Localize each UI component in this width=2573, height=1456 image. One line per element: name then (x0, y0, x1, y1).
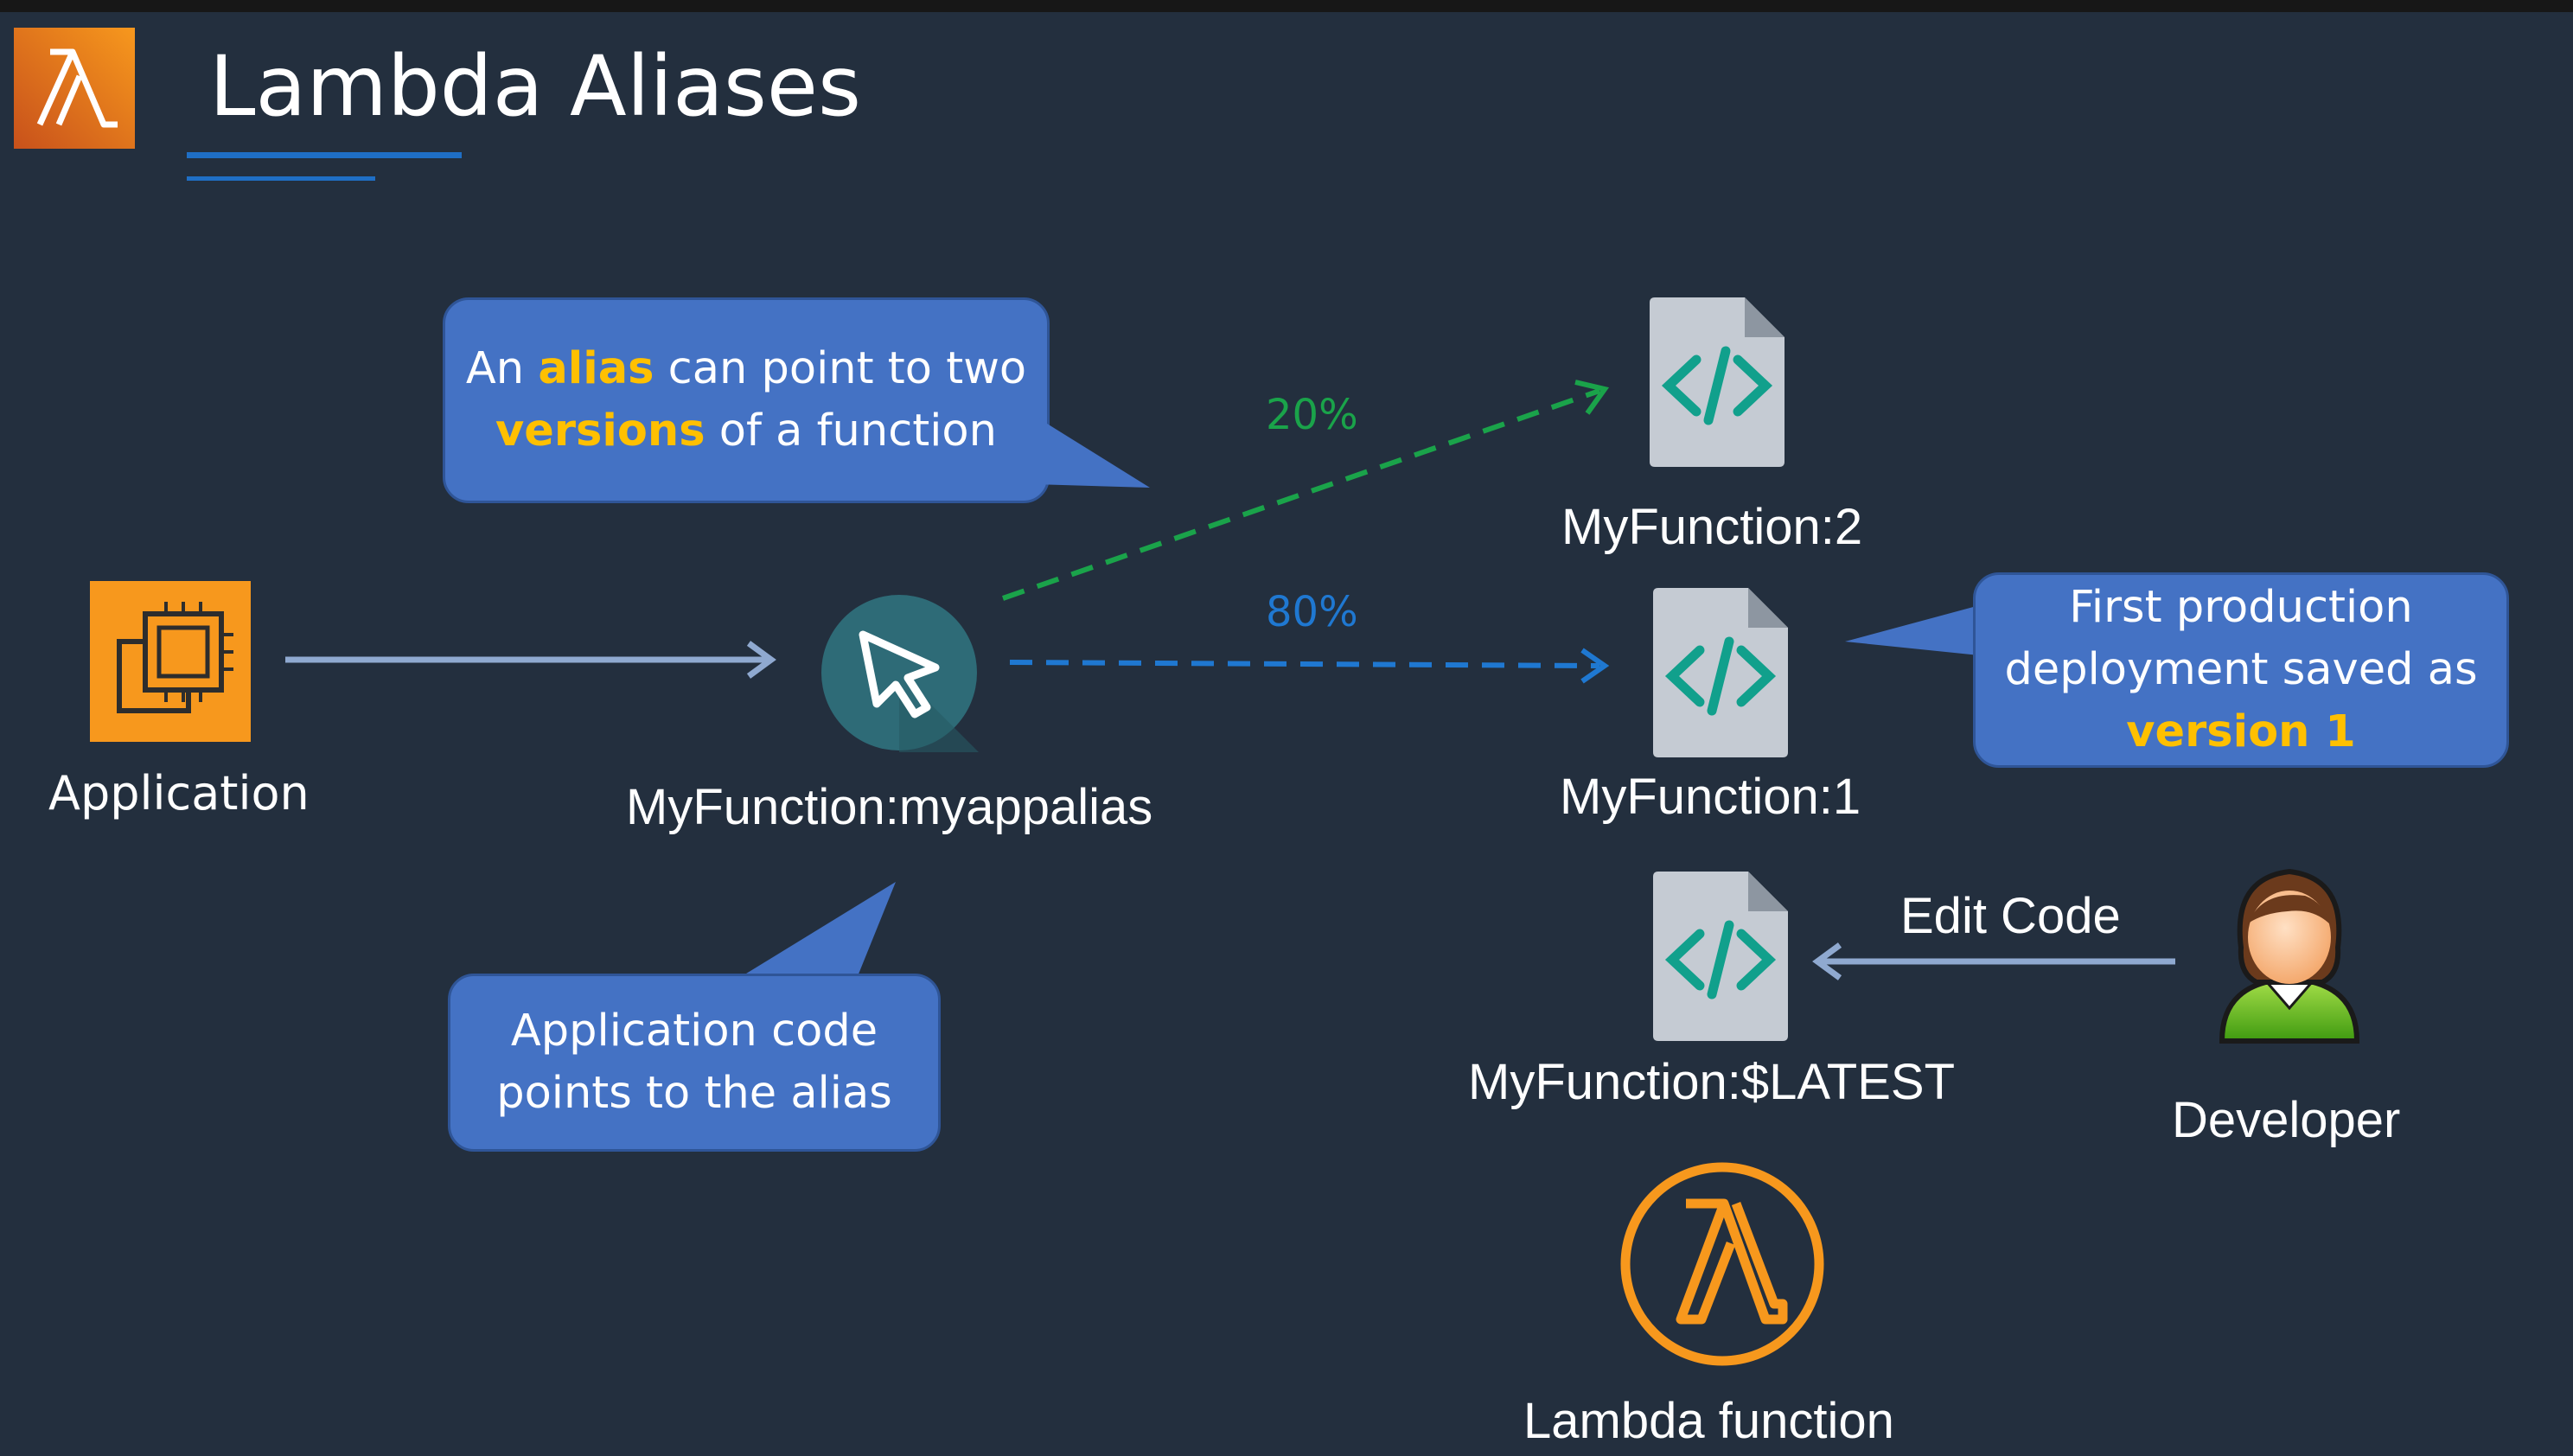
alias-callout-line1: An alias can point to two (465, 343, 1027, 394)
code-file-icon-v2 (1650, 297, 1784, 467)
alias-callout-line2: versions of a function (495, 406, 997, 457)
alias-callout-tail (1033, 415, 1150, 488)
code-file-icon-latest (1653, 872, 1788, 1041)
cursor-icon (820, 593, 979, 752)
lambda-circle-icon (1618, 1160, 1826, 1368)
route-80-arrow (1009, 660, 1600, 668)
application-label: Application (48, 766, 310, 821)
developer-label: Developer (2172, 1092, 2401, 1148)
alias-callout: An alias can point to two versions of a … (443, 297, 1050, 503)
title-underline (187, 152, 462, 158)
app-code-callout: Application code points to the alias (448, 974, 941, 1152)
route-20-arrowhead (1574, 380, 1610, 415)
prod-callout-tail (1845, 605, 1980, 655)
edit-code-label: Edit Code (1900, 888, 2121, 944)
code-file-icon-v1 (1653, 588, 1788, 757)
route-20-arrow (1002, 388, 1600, 601)
edit-code-arrowhead (1812, 942, 1842, 980)
ec2-chip-icon (90, 581, 251, 742)
person-icon (2210, 861, 2369, 1046)
app-callout-tail (735, 882, 896, 980)
latest-label: MyFunction:$LATEST (1468, 1054, 1956, 1110)
app-to-alias-arrowhead (746, 641, 776, 679)
route-80-arrowhead (1580, 648, 1610, 684)
v1-label: MyFunction:1 (1560, 769, 1861, 825)
v2-label: MyFunction:2 (1561, 499, 1863, 555)
route-80-label: 80% (1266, 588, 1358, 636)
production-callout: First production deployment saved as ver… (1973, 572, 2509, 768)
lambda-function-label: Lambda function (1523, 1393, 1894, 1449)
lambda-icon (14, 28, 135, 149)
route-20-label: 20% (1266, 391, 1358, 439)
window-top-bar (0, 0, 2573, 12)
title-underline-secondary (187, 176, 375, 181)
alias-label: MyFunction:myappalias (626, 779, 1153, 835)
page-title: Lambda Aliases (209, 38, 861, 135)
